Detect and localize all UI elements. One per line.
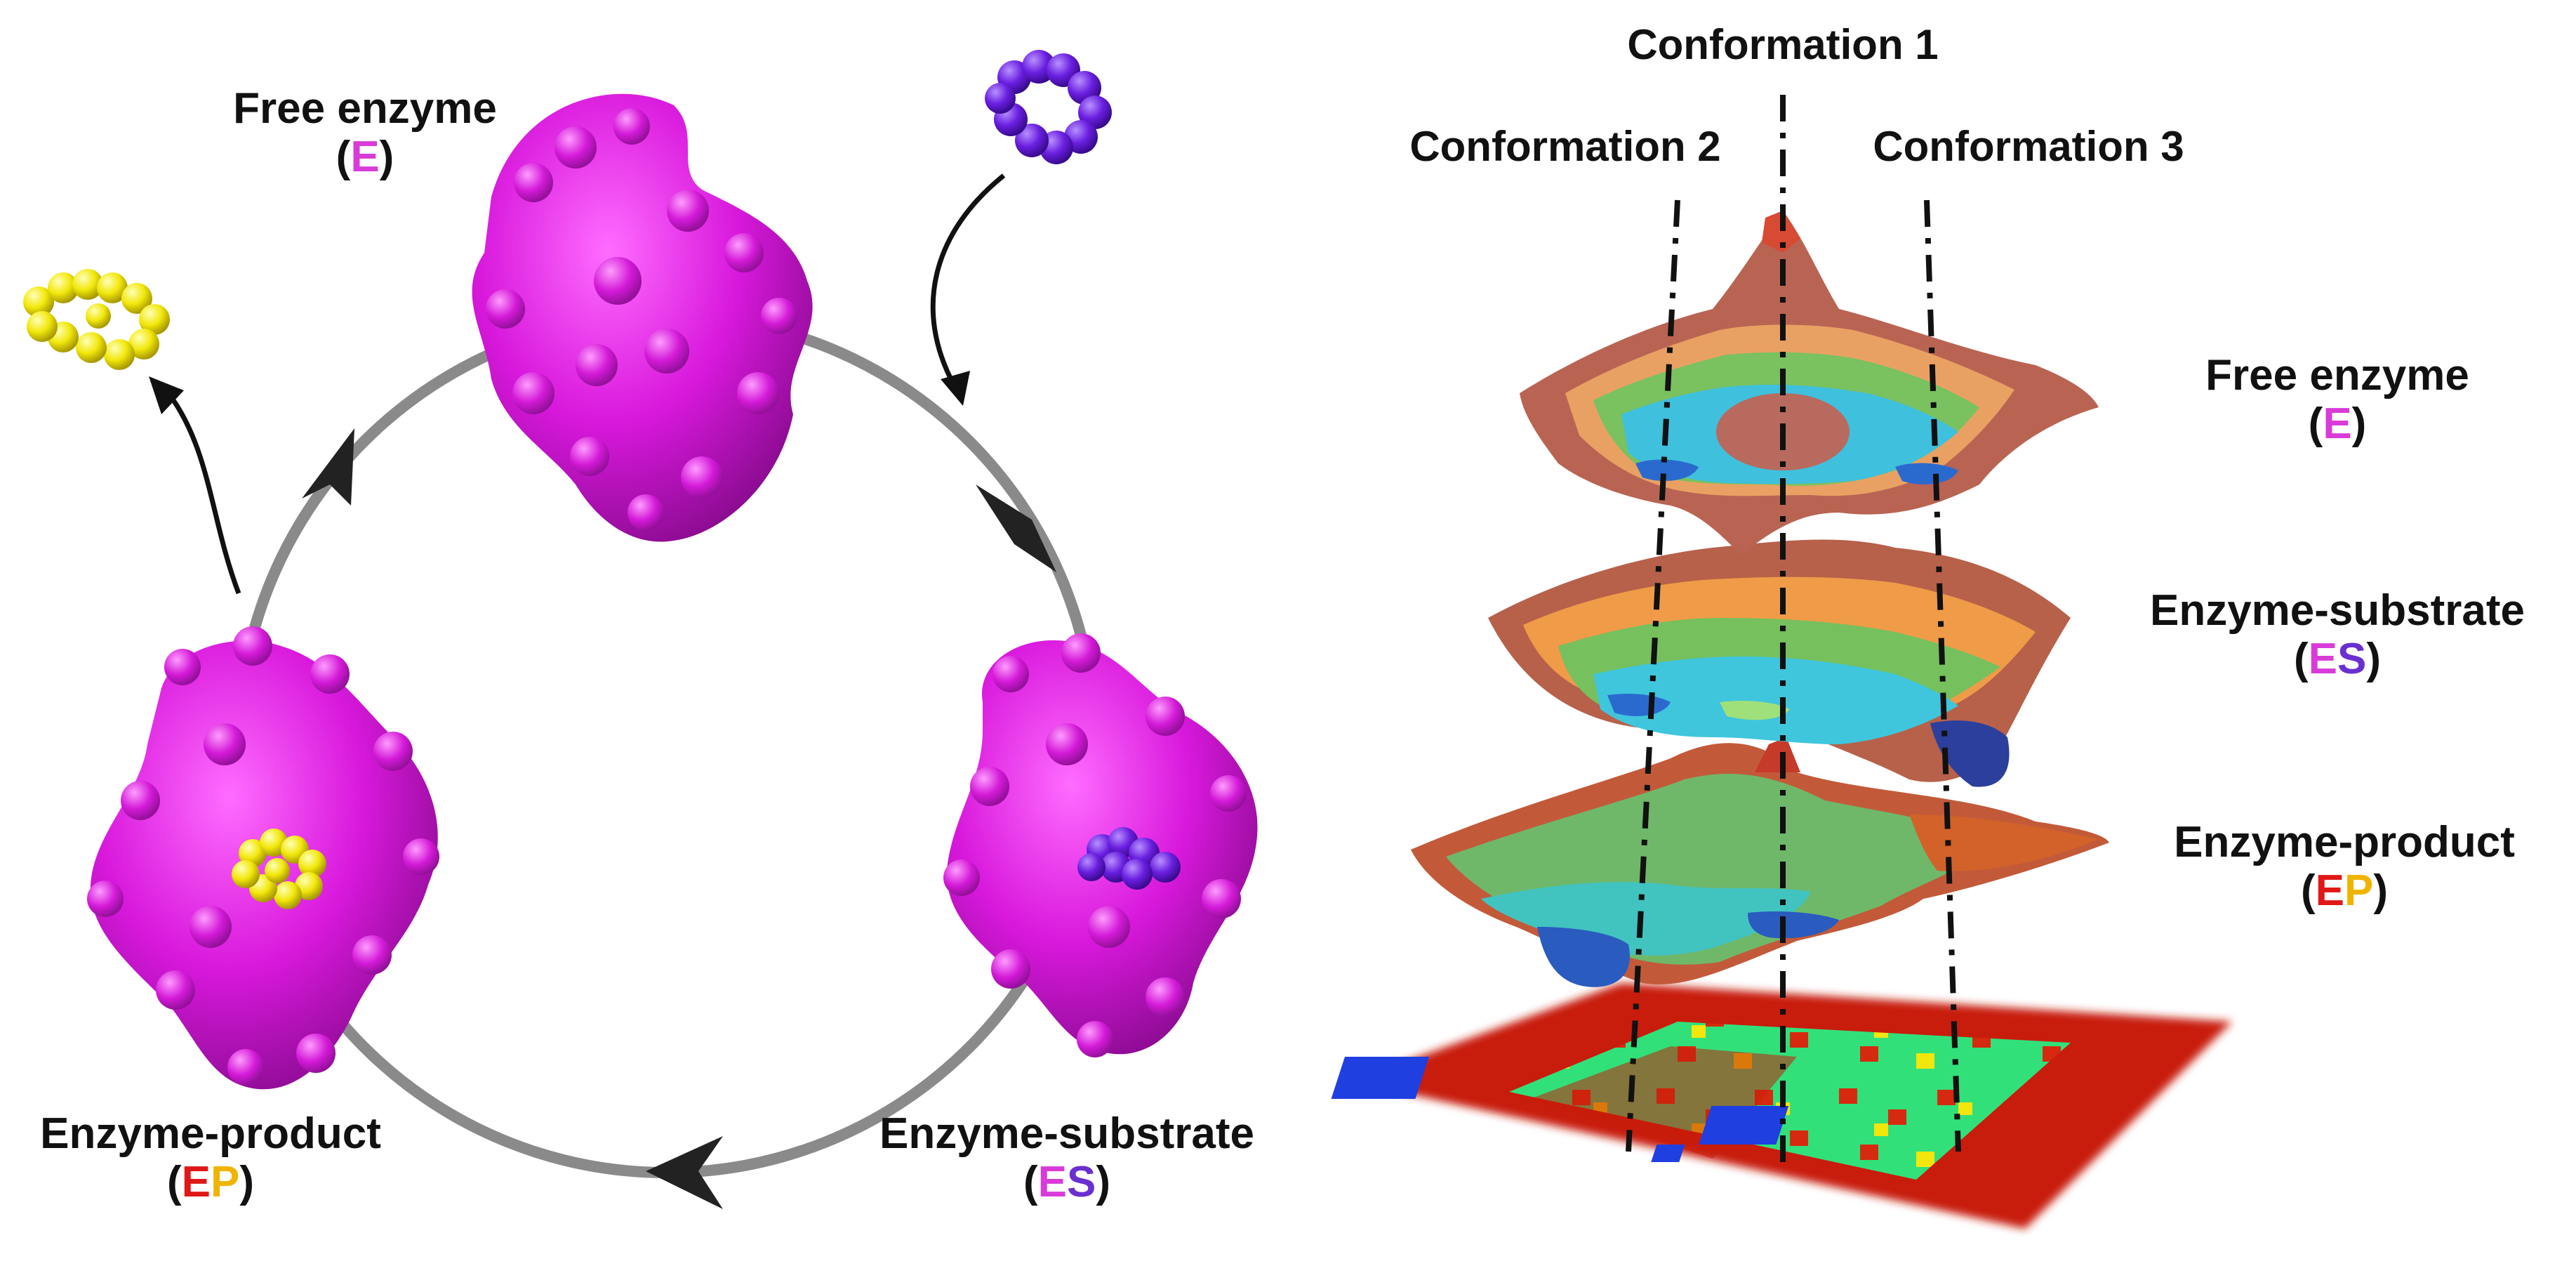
abbr-letter: P [211,1158,240,1207]
abbr-letter: E [350,133,380,182]
label-enzyme-product-landscape-name: Enzyme-product [2174,818,2515,866]
landscape-free-enzyme [1520,211,2099,555]
abbr-letter: P [2344,866,2374,916]
label-conformation-1: Conformation 1 [1627,21,1939,68]
conformation-guide-lines [1626,95,1961,1162]
abbr-letter: E [181,1158,211,1207]
product-exit-arrowhead [149,376,184,414]
label-enzyme-product-cycle-abbr: (EP) [0,1158,421,1206]
paren-close: ) [1096,1158,1111,1207]
label-free-enzyme-cycle-name: Free enzyme [233,84,497,133]
released-product-molecule [23,269,170,370]
abbr-letter: S [1067,1158,1096,1207]
energy-landscapes [1331,95,2232,1229]
conformation-2-line [1626,199,1680,1152]
product-exit-arrow [166,391,241,595]
label-conformation-3: Conformation 3 [1873,123,2184,170]
paren-open: ( [336,133,351,182]
cycle-arrowhead-left [302,428,354,506]
conformation-map-plane [1331,983,2232,1229]
label-enzyme-substrate-cycle-abbr: (ES) [828,1158,1306,1206]
paren-close: ) [2366,635,2382,684]
label-free-enzyme-landscape-abbr: (E) [2148,400,2527,448]
label-free-enzyme-landscape-name: Free enzyme [2205,351,2469,400]
paren-open: ( [2308,400,2323,449]
abbr-letter: E [2323,400,2352,449]
paren-close: ) [379,133,394,182]
free-enzyme-protein [472,93,813,542]
paren-close: ) [239,1158,255,1207]
paren-close: ) [2373,866,2389,916]
label-enzyme-product-cycle-name: Enzyme-product [40,1109,381,1158]
paren-open: ( [2300,866,2316,916]
enzyme-product-protein [87,626,439,1090]
label-enzyme-substrate-landscape-name: Enzyme-substrate [2149,586,2525,635]
free-substrate-molecule [985,50,1112,164]
conformation-3-line [1924,199,1961,1152]
abbr-letter: E [1037,1158,1067,1207]
paren-open: ( [166,1158,182,1207]
paren-open: ( [2293,635,2309,684]
label-enzyme-substrate-landscape-abbr: (ES) [2106,635,2569,683]
label-conformation-2: Conformation 2 [1409,123,1721,170]
label-enzyme-substrate-landscape: Enzyme-substrate (ES) [2106,586,2569,684]
label-enzyme-substrate-cycle-name: Enzyme-substrate [879,1109,1255,1158]
label-enzyme-product-cycle: Enzyme-product (EP) [0,1109,421,1207]
abbr-letter: E [2315,866,2344,916]
abbr-letter: S [2337,635,2367,684]
substrate-entry-arrowhead [941,371,970,406]
label-free-enzyme-cycle-abbr: (E) [204,133,526,181]
paren-close: ) [2351,400,2367,449]
label-free-enzyme-landscape: Free enzyme (E) [2148,351,2527,449]
landscape-enzyme-product [1411,737,2109,987]
catalytic-cycle [23,50,1258,1209]
bound-substrate-molecule [1077,827,1181,890]
cycle-arrowhead-bottom [646,1136,723,1209]
label-enzyme-product-landscape-abbr: (EP) [2120,866,2569,915]
substrate-entry-arrow [930,173,1006,388]
bound-product-molecule [232,829,326,909]
paren-open: ( [1023,1158,1038,1207]
abbr-letter: E [2308,635,2337,684]
label-enzyme-product-landscape: Enzyme-product (EP) [2120,818,2569,916]
cycle-arrowhead-right [976,484,1056,572]
label-enzyme-substrate-cycle: Enzyme-substrate (ES) [828,1109,1306,1207]
label-free-enzyme-cycle: Free enzyme (E) [204,84,526,182]
